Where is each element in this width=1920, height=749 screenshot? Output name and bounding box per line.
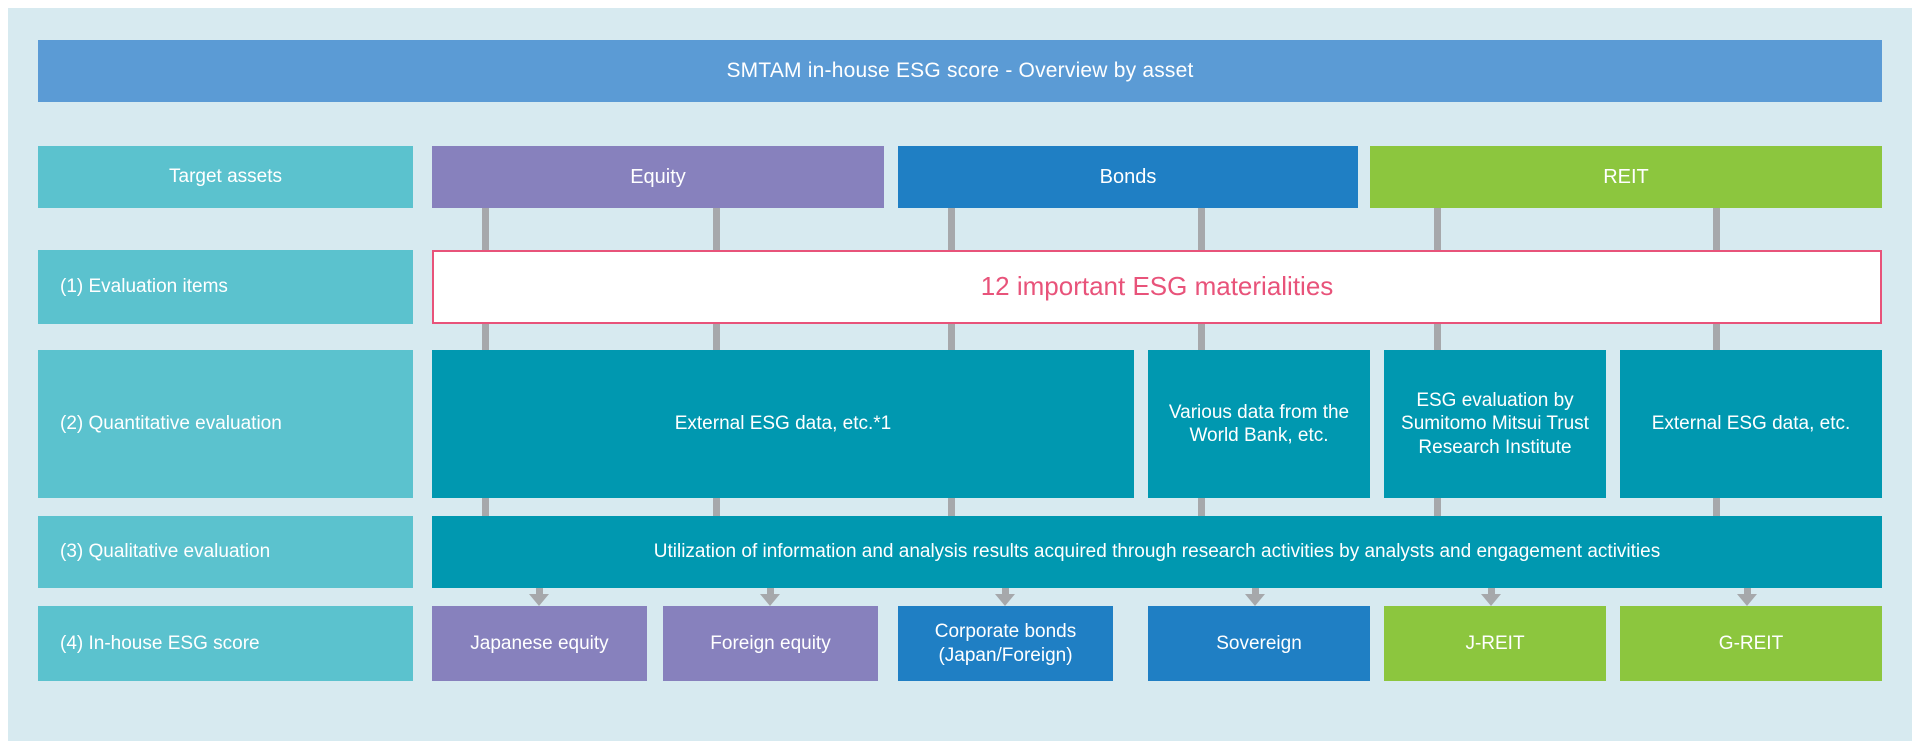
connector-line (536, 588, 543, 596)
connector-line (1488, 588, 1495, 596)
score-box-japanese-equity: Japanese equity (432, 606, 647, 681)
connector-line (1713, 208, 1720, 250)
connector-line (482, 208, 489, 250)
asset-header-equity: Equity (432, 146, 884, 208)
connector-line (1198, 208, 1205, 250)
connector-line (767, 588, 774, 596)
connector-line (713, 324, 720, 350)
score-box-j-reit: J-REIT (1384, 606, 1606, 681)
connector-line (1434, 498, 1441, 516)
quantitative-box-external-esg-data-reit: External ESG data, etc. (1620, 350, 1882, 498)
asset-header-reit: REIT (1370, 146, 1882, 208)
quantitative-box-external-esg-data: External ESG data, etc.*1 (432, 350, 1134, 498)
connector-line (948, 324, 955, 350)
connector-line (948, 498, 955, 516)
arrow-icon (995, 594, 1015, 606)
quantitative-label: External ESG data, etc. (1651, 413, 1851, 435)
connector-line (713, 208, 720, 250)
arrow-icon (1481, 594, 1501, 606)
score-box-g-reit: G-REIT (1620, 606, 1882, 681)
connector-line (1713, 498, 1720, 516)
row-label-target-assets: Target assets (38, 146, 413, 208)
connector-line (482, 324, 489, 350)
connector-line (1713, 324, 1720, 350)
arrow-icon (760, 594, 780, 606)
connector-line (1002, 588, 1009, 596)
row-label-evaluation-items: (1) Evaluation items (38, 250, 413, 324)
diagram-canvas: SMTAM in-house ESG score - Overview by a… (8, 8, 1912, 741)
quantitative-label: Various data from the World Bank, etc. (1168, 401, 1350, 446)
connector-line (1198, 498, 1205, 516)
connector-line (948, 208, 955, 250)
row-label-quantitative-evaluation: (2) Quantitative evaluation (38, 350, 413, 498)
quantitative-label: External ESG data, etc.*1 (674, 413, 892, 435)
diagram-title: SMTAM in-house ESG score - Overview by a… (38, 40, 1882, 102)
connector-line (482, 498, 489, 516)
score-box-sovereign: Sovereign (1148, 606, 1370, 681)
row-label-qualitative-evaluation: (3) Qualitative evaluation (38, 516, 413, 588)
asset-header-bonds: Bonds (898, 146, 1358, 208)
quantitative-box-world-bank-data: Various data from the World Bank, etc. (1148, 350, 1370, 498)
evaluation-items-box: 12 important ESG materialities (432, 250, 1882, 324)
arrow-icon (1245, 594, 1265, 606)
arrow-icon (1737, 594, 1757, 606)
score-box-foreign-equity: Foreign equity (663, 606, 878, 681)
qualitative-evaluation-box: Utilization of information and analysis … (432, 516, 1882, 588)
connector-line (1198, 324, 1205, 350)
arrow-icon (529, 594, 549, 606)
row-label-in-house-esg-score: (4) In-house ESG score (38, 606, 413, 681)
connector-line (1744, 588, 1751, 596)
connector-line (1434, 208, 1441, 250)
quantitative-box-smtri-evaluation: ESG evaluation by Sumitomo Mitsui Trust … (1384, 350, 1606, 498)
quantitative-label: ESG evaluation by Sumitomo Mitsui Trust … (1401, 390, 1589, 458)
connector-line (713, 498, 720, 516)
score-box-corporate-bonds: Corporate bonds (Japan/Foreign) (898, 606, 1113, 681)
connector-line (1252, 588, 1259, 596)
connector-line (1434, 324, 1441, 350)
